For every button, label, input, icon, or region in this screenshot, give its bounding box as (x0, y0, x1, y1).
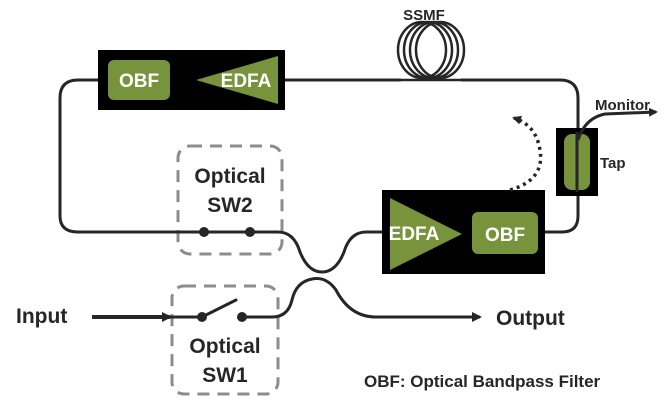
input-label: Input (16, 305, 67, 328)
optical-sw2-enclosure (176, 144, 284, 256)
bottom-amplifier-block (382, 190, 545, 274)
tap-coupler-icon (556, 128, 598, 196)
optical-sw1-label-line2: SW1 (202, 364, 248, 387)
ssmf-coil-icon (396, 20, 466, 82)
monitor-label: Monitor (595, 97, 650, 114)
top-amplifier-block (98, 50, 285, 110)
top-obf-label: OBF (119, 71, 159, 92)
legend-label: OBF: Optical Bandpass Filter (364, 372, 601, 391)
optical-sw2-label-line1: Optical (194, 165, 265, 188)
sw1-open-lever (200, 298, 238, 319)
sw2-contact-left (199, 227, 209, 237)
bottom-edfa-triangle (390, 198, 462, 270)
loop-right-fiber (543, 178, 580, 234)
bottom-edfa-label: EDFA (389, 224, 440, 245)
optical-sw1-enclosure (170, 284, 280, 396)
sw2-output-fiber (250, 230, 384, 274)
sw2-contact-right (245, 227, 255, 237)
fiber-lines (58, 78, 580, 319)
sw1-contact-right (237, 312, 247, 322)
optical-sw2-label-line2: SW2 (207, 194, 253, 217)
optical-sw1-label-line1: Optical (189, 335, 260, 358)
top-edfa-triangle (196, 56, 278, 104)
ssmf-label: SSMF (403, 7, 445, 24)
circulation-dotted-arrow (509, 115, 543, 192)
top-obf-box (108, 60, 170, 100)
loop-top-fiber-after-coil (460, 78, 580, 142)
loop-left-fiber (58, 78, 202, 234)
top-edfa-label: EDFA (221, 71, 272, 92)
monitor-arrow (576, 107, 658, 141)
bottom-obf-box (472, 212, 538, 254)
bottom-obf-label: OBF (485, 225, 525, 246)
output-label: Output (496, 307, 565, 330)
sw1-output-fiber (240, 277, 472, 319)
tap-label: Tap (600, 155, 626, 172)
